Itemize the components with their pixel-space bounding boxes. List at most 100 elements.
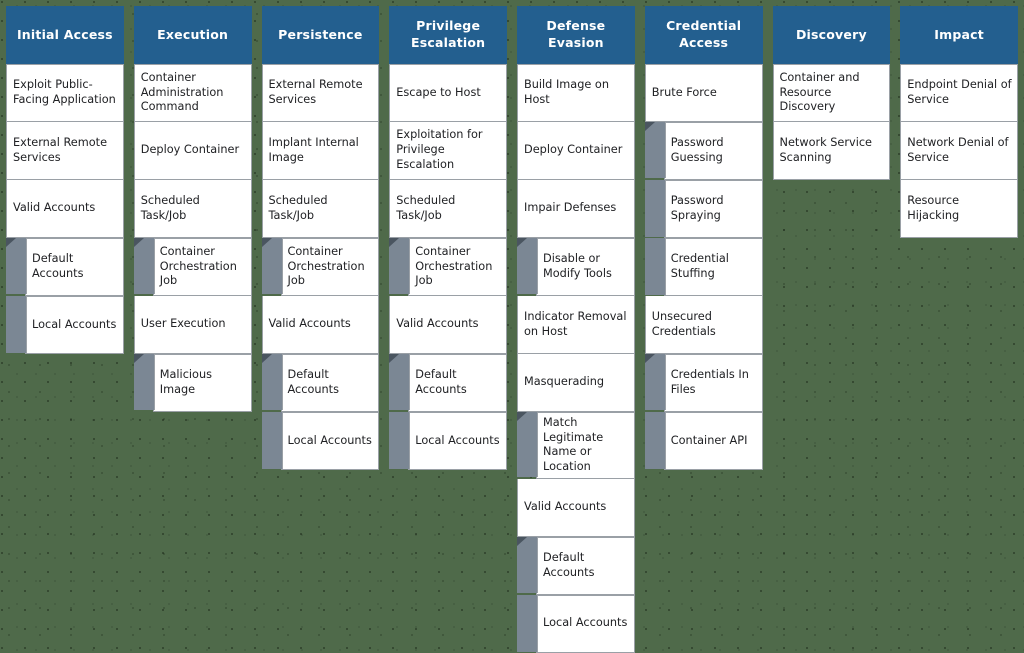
sub-technique-cell[interactable]: Default Accounts — [389, 354, 507, 412]
technique-label: Default Accounts — [543, 551, 595, 579]
technique-cell[interactable]: Container and Resource Discovery — [772, 64, 891, 122]
sub-technique-cell[interactable]: Malicious Image — [133, 354, 252, 412]
technique-label: Local Accounts — [415, 433, 500, 447]
tactic-header[interactable]: Execution — [133, 6, 252, 64]
technique-cell[interactable]: Scheduled Task/Job — [261, 180, 380, 238]
technique-cell[interactable]: Brute Force — [644, 64, 763, 122]
sub-technique-cell[interactable]: Local Accounts — [261, 412, 380, 470]
technique-label: External Remote Services — [268, 78, 363, 106]
technique-cell[interactable]: Exploit Public-Facing Application — [6, 64, 124, 122]
technique-label: Container API — [670, 433, 748, 447]
sub-technique-cell[interactable]: Credentials In Files — [644, 354, 763, 412]
tactic-header[interactable]: Discovery — [772, 6, 891, 64]
technique-cell[interactable]: External Remote Services — [261, 64, 380, 122]
technique-label: Network Denial of Service — [907, 135, 1009, 164]
technique-label: Exploit Public-Facing Application — [13, 78, 116, 106]
technique-cell[interactable]: Network Service Scanning — [772, 122, 891, 180]
sub-technique-cell[interactable]: Default Accounts — [261, 354, 380, 412]
technique-label: Password Spraying — [670, 194, 724, 222]
technique-label: Container Orchestration Job — [415, 244, 493, 288]
sub-technique-cell[interactable]: Credential Stuffing — [644, 238, 763, 296]
tactic-header[interactable]: Initial Access — [6, 6, 124, 64]
technique-cell[interactable]: Masquerading — [517, 354, 635, 412]
technique-label: Impair Defenses — [524, 201, 617, 215]
technique-cell[interactable]: Container Administration Command — [133, 64, 252, 122]
sub-technique-cell[interactable]: Container Orchestration Job — [261, 238, 380, 296]
technique-label: Implant Internal Image — [268, 135, 359, 164]
technique-label: Endpoint Denial of Service — [907, 78, 1012, 106]
tactic-header[interactable]: Impact — [900, 6, 1018, 64]
technique-label: Scheduled Task/Job — [396, 193, 456, 222]
sub-technique-cell[interactable]: Password Guessing — [644, 122, 763, 180]
technique-label: Deploy Container — [140, 143, 240, 157]
technique-label: Unsecured Credentials — [651, 309, 716, 338]
technique-label: Resource Hijacking — [907, 193, 960, 222]
technique-label: Local Accounts — [32, 317, 117, 331]
technique-cell[interactable]: Unsecured Credentials — [644, 296, 763, 354]
technique-label: Match Legitimate Name or Location — [543, 416, 604, 474]
technique-label: Password Guessing — [670, 136, 724, 164]
technique-cell[interactable]: Network Denial of Service — [900, 122, 1018, 180]
technique-cell[interactable]: Valid Accounts — [6, 180, 124, 238]
technique-cell[interactable]: Deploy Container — [517, 122, 635, 180]
sub-technique-cell[interactable]: Default Accounts — [6, 238, 124, 296]
technique-cell[interactable]: Build Image on Host — [517, 64, 635, 122]
tactic-header[interactable]: Privilege Escalation — [389, 6, 507, 64]
technique-label: Default Accounts — [287, 368, 340, 396]
tactic-header[interactable]: Persistence — [261, 6, 380, 64]
sub-technique-cell[interactable]: Match Legitimate Name or Location — [517, 412, 635, 479]
technique-label: Scheduled Task/Job — [140, 193, 200, 222]
technique-cell[interactable]: Exploitation for Privilege Escalation — [389, 122, 507, 180]
sub-technique-cell[interactable]: Local Accounts — [389, 412, 507, 470]
tactic-header[interactable]: Defense Evasion — [517, 6, 635, 64]
technique-cell[interactable]: External Remote Services — [6, 122, 124, 180]
technique-label: Container Orchestration Job — [287, 244, 365, 288]
technique-label: User Execution — [140, 317, 226, 331]
sub-technique-cell[interactable]: Container Orchestration Job — [133, 238, 252, 296]
technique-cell[interactable]: Scheduled Task/Job — [133, 180, 252, 238]
technique-label: Local Accounts — [543, 616, 628, 630]
technique-label: Brute Force — [651, 85, 717, 99]
sub-technique-cell[interactable]: Local Accounts — [517, 594, 635, 653]
technique-cell[interactable]: Indicator Removal on Host — [517, 296, 635, 354]
sub-technique-cell[interactable]: Container Orchestration Job — [389, 238, 507, 296]
technique-label: Credentials In Files — [670, 368, 749, 396]
technique-cell[interactable]: Deploy Container — [133, 122, 252, 180]
technique-cell[interactable]: Escape to Host — [389, 64, 507, 122]
technique-label: Container Orchestration Job — [159, 244, 237, 288]
technique-cell[interactable]: User Execution — [133, 296, 252, 354]
technique-cell[interactable]: Scheduled Task/Job — [389, 180, 507, 238]
technique-cell[interactable]: Impair Defenses — [517, 180, 635, 238]
technique-cell[interactable]: Valid Accounts — [261, 296, 380, 354]
technique-cell[interactable]: Implant Internal Image — [261, 122, 380, 180]
sub-technique-cell[interactable]: Default Accounts — [517, 536, 635, 595]
sub-technique-cell[interactable]: Local Accounts — [6, 296, 124, 354]
technique-label: Default Accounts — [32, 252, 84, 280]
sub-technique-cell[interactable]: Password Spraying — [644, 180, 763, 238]
technique-cell[interactable]: Valid Accounts — [389, 296, 507, 354]
technique-cell[interactable]: Endpoint Denial of Service — [900, 64, 1018, 122]
technique-cell[interactable]: Resource Hijacking — [900, 180, 1018, 238]
technique-label: Indicator Removal on Host — [524, 309, 627, 338]
tactic-header[interactable]: Credential Access — [644, 6, 763, 64]
technique-cell[interactable]: Valid Accounts — [517, 478, 635, 537]
technique-label: External Remote Services — [13, 135, 108, 164]
technique-label: Valid Accounts — [524, 499, 607, 513]
sub-technique-cell[interactable]: Disable or Modify Tools — [517, 238, 635, 296]
sub-technique-cell[interactable]: Container API — [644, 412, 763, 470]
technique-label: Disable or Modify Tools — [543, 252, 612, 280]
